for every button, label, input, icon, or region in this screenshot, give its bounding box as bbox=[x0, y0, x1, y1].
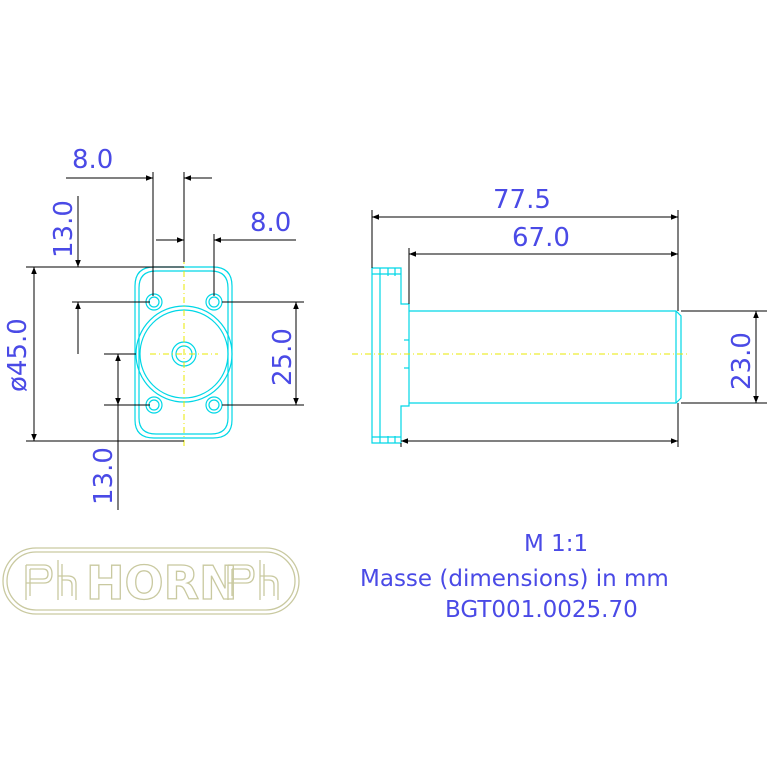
mounting-hole bbox=[208, 296, 220, 308]
dim-top-height: 13.0 bbox=[49, 196, 150, 354]
side-view: 77.5 67.0 23.0 bbox=[352, 185, 767, 447]
mounting-hole bbox=[205, 293, 223, 311]
dim-total-length-label: 77.5 bbox=[493, 185, 551, 215]
dim-hole-offset-label: 8.0 bbox=[250, 208, 291, 238]
dim-top-width-label: 8.0 bbox=[72, 145, 113, 175]
front-view: 8.0 8.0 13.0 ø45.0 bbox=[3, 145, 304, 510]
mounting-hole bbox=[148, 296, 160, 308]
dim-top-width: 8.0 bbox=[66, 145, 212, 296]
dim-hole-spacing-label: 25.0 bbox=[268, 328, 298, 386]
mounting-hole bbox=[148, 399, 160, 411]
ph-monogram-left-icon bbox=[25, 560, 77, 600]
scale-label: M 1:1 bbox=[524, 531, 588, 557]
dim-bottom-length bbox=[400, 403, 679, 447]
title-block: M 1:1 Masse (dimensions) in mm BGT001.00… bbox=[360, 531, 669, 623]
mounting-hole bbox=[205, 396, 223, 414]
dim-bottom-height-label: 13.0 bbox=[89, 447, 119, 505]
dim-total-length: 77.5 bbox=[371, 185, 679, 311]
dim-bottom-height: 13.0 bbox=[89, 353, 150, 510]
logo-brand-text: HORN bbox=[86, 556, 238, 610]
side-shaft-outline bbox=[409, 310, 682, 404]
front-flange-inner-outline bbox=[138, 270, 229, 435]
units-note: Masse (dimensions) in mm bbox=[360, 566, 669, 592]
dim-hole-offset: 8.0 bbox=[156, 208, 296, 296]
dim-shaft-diameter-label: 23.0 bbox=[727, 332, 757, 390]
side-flange-outline bbox=[371, 267, 410, 444]
dim-shaft-length: 67.0 bbox=[408, 223, 678, 304]
dim-diameter: ø45.0 bbox=[3, 266, 184, 442]
horn-logo: HORN bbox=[2, 547, 300, 615]
front-flange-outline bbox=[134, 266, 233, 439]
dim-diameter-label: ø45.0 bbox=[3, 318, 33, 392]
dim-top-height-label: 13.0 bbox=[49, 200, 79, 258]
mounting-hole bbox=[208, 399, 220, 411]
part-number: BGT001.0025.70 bbox=[445, 597, 638, 623]
ph-monogram-right-icon bbox=[227, 560, 279, 600]
dim-shaft-diameter: 23.0 bbox=[681, 310, 767, 404]
dim-hole-spacing: 25.0 bbox=[222, 301, 304, 406]
dim-shaft-length-label: 67.0 bbox=[512, 223, 570, 253]
